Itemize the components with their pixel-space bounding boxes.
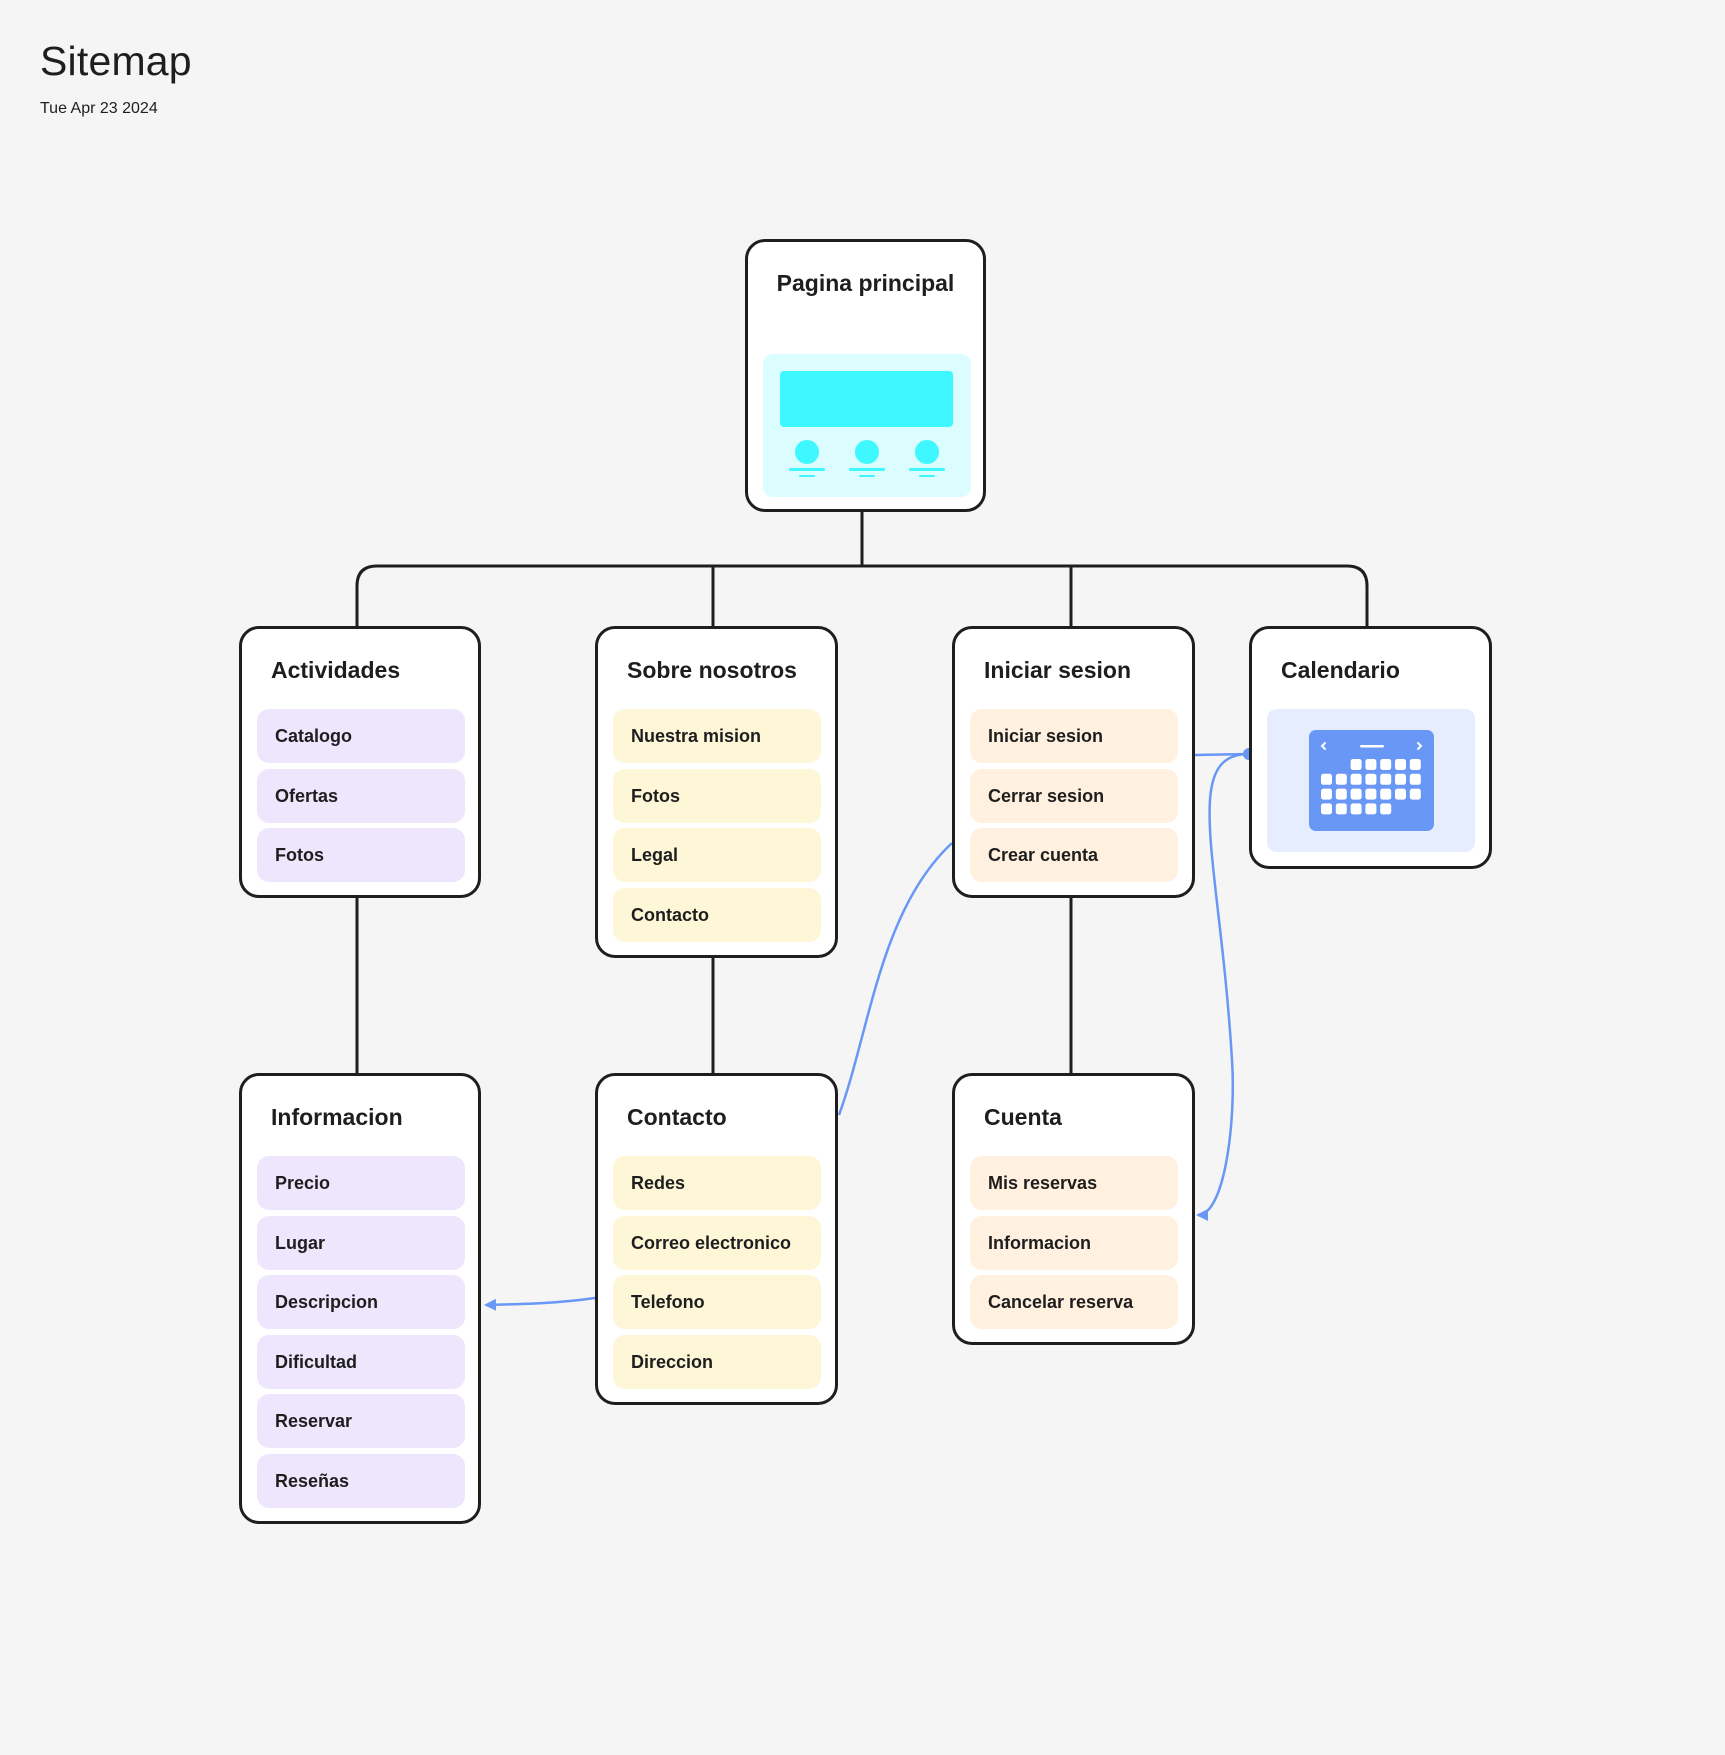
flow-calendario-cuenta	[1196, 752, 1250, 1221]
list-item[interactable]: Iniciar sesion	[970, 709, 1178, 763]
node-pagina-principal[interactable]: Pagina principal	[745, 239, 986, 512]
list-item[interactable]: Reseñas	[257, 1454, 465, 1508]
list-item[interactable]: Ofertas	[257, 769, 465, 823]
tree-connectors	[355, 511, 1369, 1073]
flow-contacto-iniciar	[837, 842, 953, 1116]
list-item[interactable]: Mis reservas	[970, 1156, 1178, 1210]
node-title: Calendario	[1281, 657, 1400, 683]
list-item[interactable]: Telefono	[613, 1275, 821, 1329]
list-item[interactable]: Fotos	[257, 828, 465, 882]
node-sobre-nosotros[interactable]: Sobre nosotros Nuestra mision Fotos Lega…	[595, 626, 838, 958]
node-iniciar-sesion[interactable]: Iniciar sesion Iniciar sesion Cerrar ses…	[952, 626, 1195, 898]
list-item[interactable]: Crear cuenta	[970, 828, 1178, 882]
page-date: Tue Apr 23 2024	[40, 100, 158, 117]
node-title: Informacion	[271, 1104, 403, 1130]
list-item[interactable]: Cancelar reserva	[970, 1275, 1178, 1329]
list-item[interactable]: Correo electronico	[613, 1216, 821, 1270]
list-item[interactable]: Dificultad	[257, 1335, 465, 1389]
list-item[interactable]: Legal	[613, 828, 821, 882]
connector-top-bar	[355, 564, 1369, 626]
calendar-widget	[1267, 709, 1475, 852]
node-title: Iniciar sesion	[984, 657, 1132, 683]
list-item[interactable]: Contacto	[613, 888, 821, 942]
list-item[interactable]: Lugar	[257, 1216, 465, 1270]
list-item[interactable]: Catalogo	[257, 709, 465, 763]
node-title: Sobre nosotros	[627, 657, 797, 683]
page-title: Sitemap	[40, 38, 192, 84]
list-item[interactable]: Precio	[257, 1156, 465, 1210]
calendar-icon	[1309, 730, 1434, 831]
node-cuenta[interactable]: Cuenta Mis reservas Informacion Cancelar…	[952, 1073, 1195, 1345]
node-title: Pagina principal	[776, 270, 955, 296]
node-title: Contacto	[627, 1104, 727, 1130]
node-title: Cuenta	[984, 1104, 1062, 1130]
list-item[interactable]: Direccion	[613, 1335, 821, 1389]
node-title: Actividades	[271, 657, 401, 683]
list-item[interactable]: Descripcion	[257, 1275, 465, 1329]
flow-connectors	[484, 752, 1250, 1311]
list-item[interactable]: Reservar	[257, 1394, 465, 1448]
node-informacion[interactable]: Informacion Precio Lugar Descripcion Dif…	[239, 1073, 481, 1524]
list-item[interactable]: Nuestra mision	[613, 709, 821, 763]
homepage-wireframe-icon	[763, 354, 971, 497]
node-contacto[interactable]: Contacto Redes Correo electronico Telefo…	[595, 1073, 838, 1405]
list-item[interactable]: Redes	[613, 1156, 821, 1210]
flow-contacto-informacion	[484, 1296, 596, 1311]
list-item[interactable]: Fotos	[613, 769, 821, 823]
node-calendario[interactable]: Calendario	[1249, 626, 1492, 869]
list-item[interactable]: Cerrar sesion	[970, 769, 1178, 823]
list-item[interactable]: Informacion	[970, 1216, 1178, 1270]
node-actividades[interactable]: Actividades Catalogo Ofertas Fotos	[239, 626, 481, 898]
